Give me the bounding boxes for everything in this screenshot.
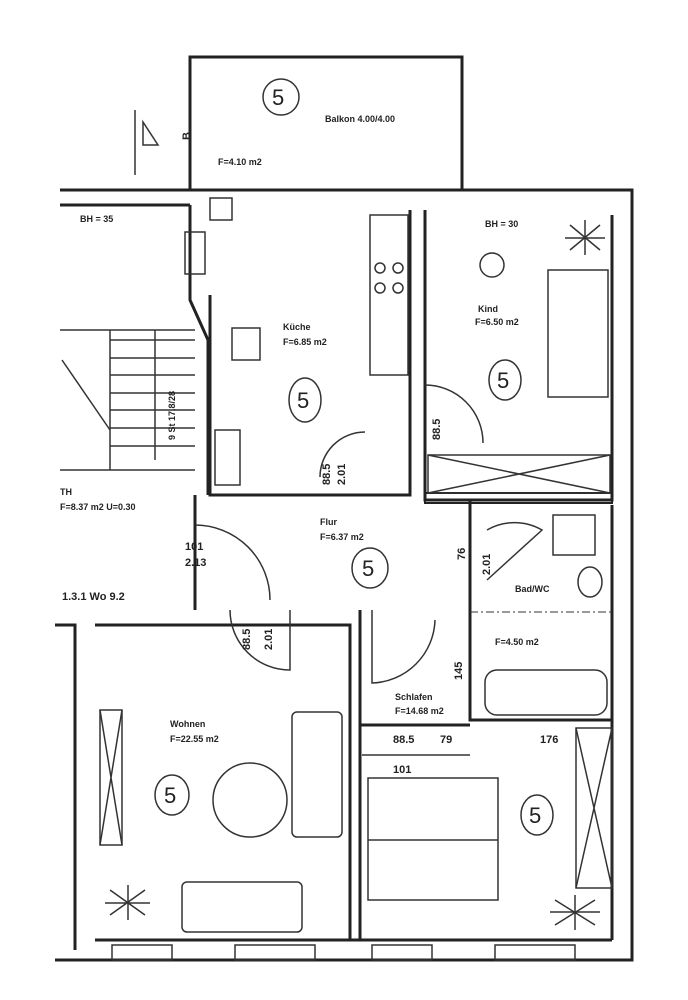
svg-text:F=6.50 m2: F=6.50 m2 <box>475 317 519 327</box>
svg-text:Bad/WC: Bad/WC <box>515 584 550 594</box>
svg-text:TH: TH <box>60 487 72 497</box>
living-room: Wohnen F=22.55 m2 5 88.5 2.01 <box>99 609 343 933</box>
unit-label: 1.3.1 Wo 9.2 <box>62 591 125 603</box>
svg-text:2.01: 2.01 <box>336 464 348 485</box>
balcony: 5 Balkon 4.00/4.00 F=4.10 m2 <box>188 55 464 192</box>
svg-text:88.5: 88.5 <box>431 419 443 440</box>
svg-text:101: 101 <box>185 541 203 553</box>
outer-walls <box>55 188 634 962</box>
section-marker: B <box>134 110 193 175</box>
svg-text:101: 101 <box>393 764 411 776</box>
svg-text:79: 79 <box>440 734 452 746</box>
svg-text:5: 5 <box>497 368 509 393</box>
svg-text:5: 5 <box>297 388 309 413</box>
svg-text:F=8.37 m2 U=0.30: F=8.37 m2 U=0.30 <box>60 502 136 512</box>
windows <box>111 944 576 961</box>
svg-text:145: 145 <box>453 662 465 680</box>
svg-text:Flur: Flur <box>320 517 337 527</box>
bedroom: Schlafen F=14.68 m2 88.5 79 176 101 5 <box>362 610 613 901</box>
svg-text:F=14.68 m2: F=14.68 m2 <box>395 706 444 716</box>
svg-text:F=22.55 m2: F=22.55 m2 <box>170 734 219 744</box>
svg-text:5: 5 <box>164 783 176 808</box>
svg-text:BH = 30: BH = 30 <box>485 219 518 229</box>
room-mark: 5 <box>272 85 284 110</box>
svg-text:Wohnen: Wohnen <box>170 719 205 729</box>
svg-text:2.01: 2.01 <box>263 629 275 650</box>
svg-text:B: B <box>181 132 193 140</box>
balcony-label: Balkon 4.00/4.00 <box>325 114 395 124</box>
sill-height: BH = 35 <box>80 214 113 224</box>
kitchen: Küche F=6.85 m2 5 <box>214 214 409 486</box>
ceiling-light-icon <box>105 220 605 930</box>
svg-text:5: 5 <box>529 803 541 828</box>
svg-text:76: 76 <box>456 548 468 560</box>
svg-text:F=6.85 m2: F=6.85 m2 <box>283 337 327 347</box>
svg-text:Schlafen: Schlafen <box>395 692 433 702</box>
svg-text:F=4.50 m2: F=4.50 m2 <box>495 637 539 647</box>
svg-text:5: 5 <box>362 556 374 581</box>
svg-text:F=6.37 m2: F=6.37 m2 <box>320 532 364 542</box>
svg-text:176: 176 <box>540 734 558 746</box>
bathroom: Bad/WC F=4.50 m2 76 2.01 145 <box>453 514 612 716</box>
svg-text:Kind: Kind <box>478 304 498 314</box>
svg-text:2.13: 2.13 <box>185 557 206 569</box>
hall: Flur F=6.37 m2 5 101 2.13 88.5 2.01 <box>185 464 389 601</box>
svg-text:88.5: 88.5 <box>321 464 333 485</box>
svg-text:Küche: Küche <box>283 322 311 332</box>
child-room: BH = 30 Kind F=6.50 m2 5 88.5 <box>424 219 611 494</box>
balcony-area: F=4.10 m2 <box>218 157 262 167</box>
staircase: 9 St 17.8/28 TH F=8.37 m2 U=0.30 1.3.1 W… <box>60 329 195 603</box>
svg-text:9 St 17.8/28: 9 St 17.8/28 <box>167 391 177 440</box>
svg-text:2.01: 2.01 <box>481 554 493 575</box>
svg-text:88.5: 88.5 <box>241 629 253 650</box>
svg-text:88.5: 88.5 <box>393 734 414 746</box>
